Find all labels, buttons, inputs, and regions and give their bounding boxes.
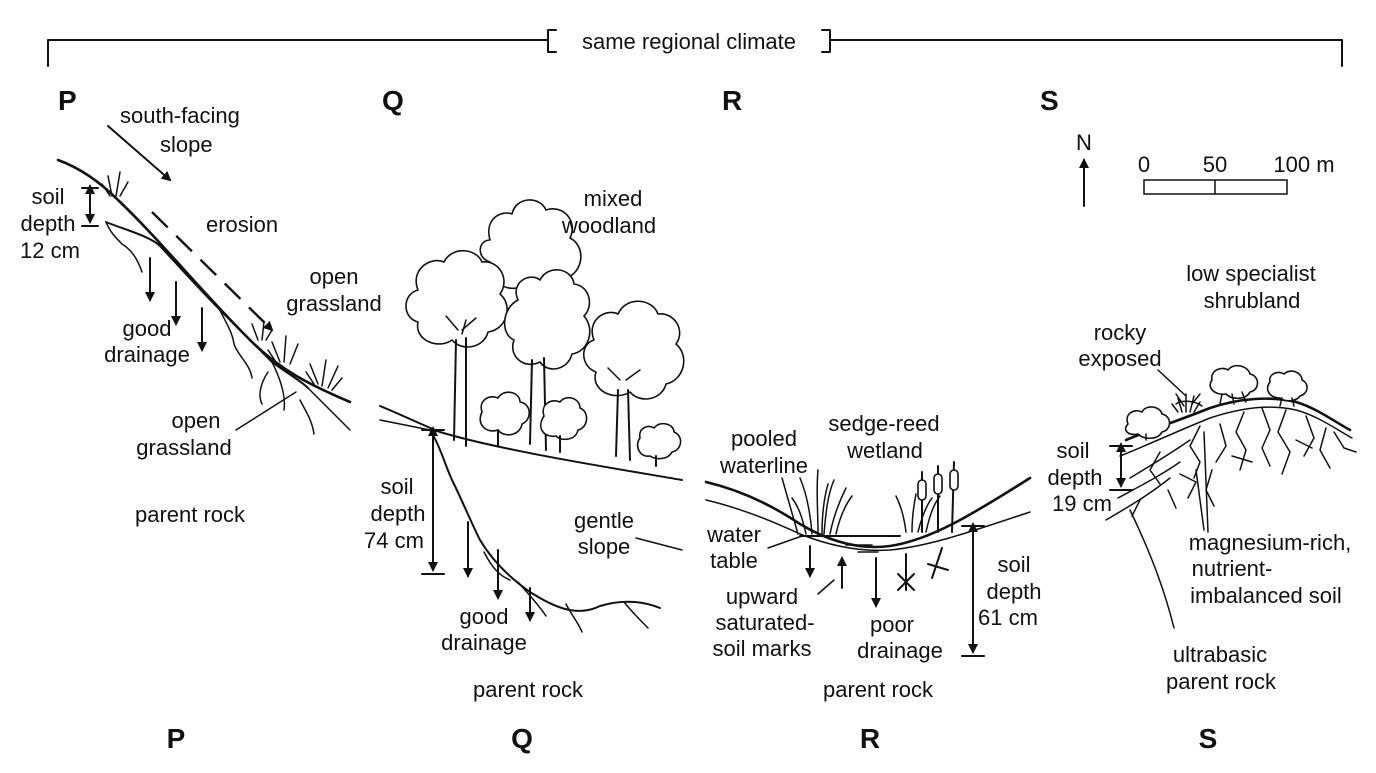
- q-depth-label-2: depth: [370, 501, 425, 526]
- shrub-icon: [1124, 406, 1171, 441]
- r-drainage-label-1: poor: [870, 612, 914, 637]
- r-upward-label-2: saturated-: [715, 610, 814, 635]
- scale-hundred-label: 100 m: [1273, 152, 1334, 177]
- s-depth-label-1: soil: [1056, 438, 1089, 463]
- scale-zero-label: 0: [1138, 152, 1150, 177]
- s-rocky-label-1: rocky: [1094, 320, 1147, 345]
- panel-s: N 0 50 100 m: [1047, 130, 1357, 694]
- north-label: N: [1076, 130, 1092, 155]
- scale-fifty-label: 50: [1203, 152, 1227, 177]
- s-soil-label-1: magnesium-rich,: [1189, 530, 1352, 555]
- q-parent-rock-label: parent rock: [473, 677, 584, 702]
- p-parent-rock-label: parent rock: [135, 502, 246, 527]
- s-rocky-label-2: exposed: [1078, 346, 1161, 371]
- r-depth-label-1: soil: [997, 552, 1030, 577]
- r-depth-label-2: depth: [986, 579, 1041, 604]
- r-pooled-label-1: pooled: [731, 426, 797, 451]
- p-grassland-label-1: open: [172, 408, 221, 433]
- scale-bar: 0 50 100 m: [1138, 152, 1335, 195]
- p-depth-label-2: depth: [20, 211, 75, 236]
- climate-label: same regional climate: [582, 29, 796, 54]
- r-table-label-2: table: [710, 548, 758, 573]
- p-veg-label-2: grassland: [286, 291, 381, 316]
- s-soil-label-3: imbalanced soil: [1190, 583, 1342, 608]
- r-parent-rock-label: parent rock: [823, 677, 934, 702]
- q-depth-label-1: soil: [380, 474, 413, 499]
- s-veg-label-2: shrubland: [1204, 288, 1301, 313]
- q-slope-label-1: gentle: [574, 508, 634, 533]
- r-upward-label-1: upward: [726, 584, 798, 609]
- r-drainage-label-2: drainage: [857, 638, 943, 663]
- woodland-trees-icon: [405, 199, 685, 467]
- cattail-clump-icon: [895, 461, 959, 533]
- r-table-label-1: water: [706, 522, 761, 547]
- grass-tuft-icon: [305, 359, 343, 391]
- r-veg-label-1: sedge-reed: [828, 411, 939, 436]
- panel-r: pooled waterline sedge-reed wetland wate…: [704, 411, 1042, 702]
- climate-bracket: same regional climate: [47, 29, 1343, 67]
- p-grassland-label-2: grassland: [136, 435, 231, 460]
- s-depth-label-2: depth: [1047, 465, 1102, 490]
- panel-s-letter-top: S: [1040, 85, 1059, 116]
- s-rock-label-1: ultrabasic: [1173, 642, 1267, 667]
- s-veg-label-1: low specialist: [1186, 261, 1316, 286]
- grass-tuft-icon: [267, 335, 299, 365]
- r-upward-label-3: soil marks: [712, 636, 811, 661]
- p-depth-label-3: 12 cm: [20, 238, 80, 263]
- p-drainage-label-1: good: [123, 316, 172, 341]
- panel-q-letter-top: Q: [382, 85, 404, 116]
- panel-s-letter-bottom: S: [1199, 723, 1218, 754]
- r-depth-label-3: 61 cm: [978, 605, 1038, 630]
- q-slope-label-2: slope: [578, 534, 631, 559]
- panel-r-letter-top: R: [722, 85, 742, 116]
- q-veg-label-2: woodland: [561, 213, 656, 238]
- s-rock-label-2: parent rock: [1166, 669, 1277, 694]
- shrub-icon: [1209, 364, 1259, 405]
- panel-p-letter-bottom: P: [167, 723, 186, 754]
- p-slope-label-1: south-facing: [120, 103, 240, 128]
- grass-tuft-icon: [101, 171, 129, 197]
- panel-q: mixed woodland soil depth 74 cm gentle s…: [364, 186, 685, 702]
- r-veg-label-2: wetland: [846, 438, 923, 463]
- p-veg-label-1: open: [310, 264, 359, 289]
- p-drainage-label-2: drainage: [104, 342, 190, 367]
- grass-tuft-icon: [251, 321, 273, 341]
- shrub-icon: [1171, 393, 1203, 413]
- s-depth-label-3: 19 cm: [1052, 491, 1112, 516]
- shrub-icon: [1266, 370, 1308, 407]
- q-drainage-label-1: good: [460, 604, 509, 629]
- p-depth-label-1: soil: [31, 184, 64, 209]
- p-slope-label-2: slope: [160, 132, 213, 157]
- q-veg-label-1: mixed: [584, 186, 643, 211]
- r-pooled-label-2: waterline: [719, 453, 808, 478]
- panel-r-letter-bottom: R: [860, 723, 880, 754]
- panel-p-letter-top: P: [58, 85, 77, 116]
- q-drainage-label-2: drainage: [441, 630, 527, 655]
- panel-q-letter-bottom: Q: [511, 723, 533, 754]
- s-soil-label-2: nutrient-: [1192, 556, 1273, 581]
- panel-p: south-facing slope erosion soil depth 12…: [20, 103, 382, 527]
- p-erosion-label: erosion: [206, 212, 278, 237]
- q-depth-label-3: 74 cm: [364, 528, 424, 553]
- reed-clump-icon: [791, 469, 853, 535]
